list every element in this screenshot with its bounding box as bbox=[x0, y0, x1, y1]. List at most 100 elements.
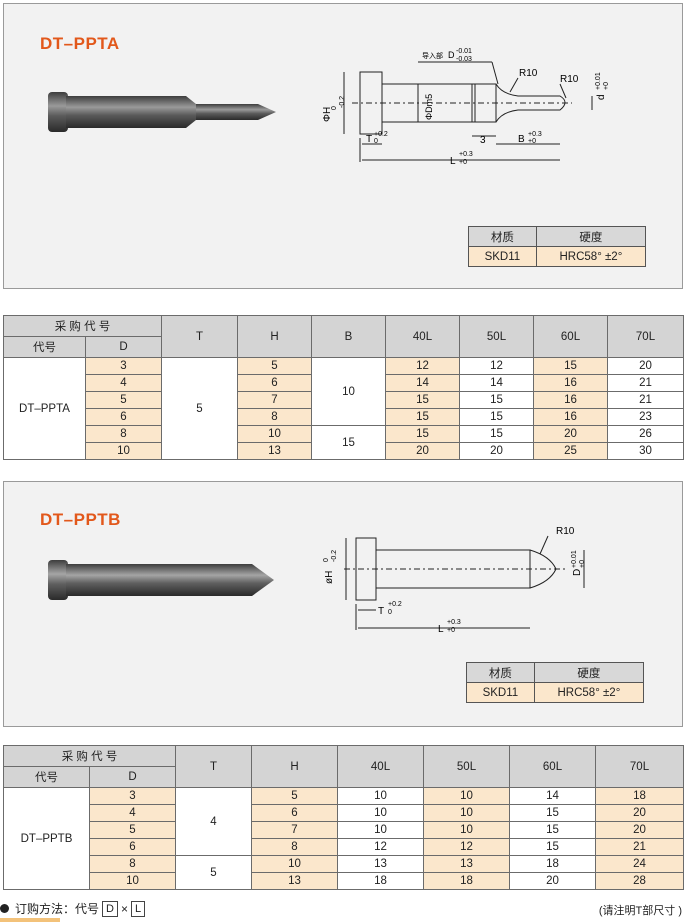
ppta-title: DT–PPTA bbox=[40, 34, 120, 53]
l70-cell: 21 bbox=[607, 391, 684, 409]
d-cell: 8 bbox=[89, 855, 176, 873]
times-sign: × bbox=[120, 901, 128, 916]
order-method: 订购方法：代号 D × L bbox=[0, 900, 146, 917]
l70-header: 70L bbox=[607, 315, 684, 358]
ppta-phi-d: ΦDm5 bbox=[424, 94, 434, 120]
l60-cell: 20 bbox=[509, 872, 596, 890]
ppta-product-image bbox=[48, 92, 276, 132]
l60-cell: 18 bbox=[509, 855, 596, 873]
l60-header: 60L bbox=[533, 315, 608, 358]
l60-cell: 16 bbox=[533, 374, 608, 392]
ppta-l-label: L bbox=[450, 156, 456, 167]
ppta-b-tol-down: +0 bbox=[528, 138, 536, 145]
l50-cell: 13 bbox=[423, 855, 510, 873]
h-cell: 5 bbox=[237, 357, 312, 375]
l70-cell: 30 bbox=[607, 442, 684, 460]
l60-cell: 15 bbox=[509, 804, 596, 822]
l60-cell: 16 bbox=[533, 408, 608, 426]
l60-header: 60L bbox=[509, 745, 596, 788]
l40-cell: 10 bbox=[337, 821, 424, 839]
l50-cell: 20 bbox=[459, 442, 534, 460]
pptb-l-tol-up: +0.3 bbox=[447, 619, 461, 626]
d-cell: 5 bbox=[85, 391, 162, 409]
pptb-title: DT–PPTB bbox=[40, 510, 121, 529]
ppta-size-table: 采 购 代 号 T H B 40L 50L 60L 70L 代号 D DT–PP… bbox=[3, 315, 684, 460]
ppta-l-tol-down: +0 bbox=[459, 159, 467, 166]
pptb-l-tol-down: +0 bbox=[447, 627, 455, 634]
t-cell: 5 bbox=[161, 357, 238, 460]
l50-cell: 10 bbox=[423, 804, 510, 822]
decorative-stripe bbox=[0, 918, 60, 922]
order-code-header: 采 购 代 号 bbox=[3, 745, 176, 767]
l40-cell: 14 bbox=[385, 374, 460, 392]
d-cell: 10 bbox=[89, 872, 176, 890]
pptb-r10: R10 bbox=[556, 526, 575, 537]
table-row: 5 7 15 15 16 21 bbox=[4, 391, 684, 409]
ppta-phi-h: ΦH bbox=[322, 107, 333, 122]
l70-cell: 28 bbox=[595, 872, 684, 890]
material-header: 材质 bbox=[466, 662, 535, 683]
ppta-t-tol-down: 0 bbox=[374, 138, 378, 145]
l40-cell: 12 bbox=[337, 838, 424, 856]
code-cell: DT–PPTA bbox=[3, 357, 86, 460]
code-header: 代号 bbox=[3, 766, 90, 788]
d-header: D bbox=[89, 766, 176, 788]
order-box-d: D bbox=[102, 900, 118, 917]
l70-cell: 21 bbox=[607, 374, 684, 392]
l60-cell: 15 bbox=[509, 821, 596, 839]
hardness-value: HRC58° ±2° bbox=[533, 682, 645, 703]
order-method-label: 订购方法：代号 bbox=[15, 902, 100, 916]
d-cell: 6 bbox=[85, 408, 162, 426]
h-cell: 13 bbox=[237, 442, 312, 460]
table-row: 6 8 15 15 16 23 bbox=[4, 408, 684, 426]
pptb-technical-drawing: R10 øH 0 -0.2 D +0.01 +0 T +0.2 0 L +0.3… bbox=[323, 526, 586, 635]
d-cell: 8 bbox=[85, 425, 162, 443]
l40-cell: 18 bbox=[337, 872, 424, 890]
ppta-spec-table: 材质 硬度 SKD11 HRC58° ±2° bbox=[468, 226, 647, 267]
hardness-header: 硬度 bbox=[535, 226, 647, 247]
order-note: (请注明T部尺寸 ) bbox=[598, 905, 682, 917]
table-row: 10 13 20 20 25 30 bbox=[4, 442, 684, 460]
d-cell: 10 bbox=[85, 442, 162, 460]
h-cell: 8 bbox=[251, 838, 338, 856]
pptb-d-tol-up: +0.01 bbox=[571, 550, 578, 568]
l40-header: 40L bbox=[337, 745, 424, 788]
ppta-l-tol-up: +0.3 bbox=[459, 151, 473, 158]
ppta-t-tol-up: +0.2 bbox=[374, 131, 388, 138]
d-cell: 3 bbox=[89, 787, 176, 805]
ppta-guide-d: D bbox=[448, 50, 455, 60]
d-cell: 6 bbox=[89, 838, 176, 856]
ppta-guide-label: 导入部 bbox=[422, 51, 443, 60]
d-cell: 5 bbox=[89, 821, 176, 839]
order-code-header: 采 购 代 号 bbox=[3, 315, 162, 337]
pptb-panel: DT–PPTB R10 øH 0 - bbox=[3, 481, 683, 727]
l40-header: 40L bbox=[385, 315, 460, 358]
t-cell: 5 bbox=[175, 855, 252, 890]
l40-cell: 20 bbox=[385, 442, 460, 460]
h-header: H bbox=[237, 315, 312, 358]
l70-cell: 20 bbox=[607, 357, 684, 375]
b-cell: 15 bbox=[311, 425, 386, 460]
d-cell: 3 bbox=[85, 357, 162, 375]
l70-cell: 26 bbox=[607, 425, 684, 443]
pptb-phi-h: øH bbox=[324, 571, 335, 584]
l50-cell: 18 bbox=[423, 872, 510, 890]
material-value: SKD11 bbox=[466, 682, 535, 703]
l50-cell: 15 bbox=[459, 391, 534, 409]
l60-cell: 16 bbox=[533, 391, 608, 409]
b-header: B bbox=[311, 315, 386, 358]
l40-cell: 15 bbox=[385, 391, 460, 409]
l40-cell: 12 bbox=[385, 357, 460, 375]
pptb-d-tol-down: +0 bbox=[579, 560, 586, 568]
l50-cell: 12 bbox=[423, 838, 510, 856]
ppta-d-label: d bbox=[596, 94, 607, 100]
d-header: D bbox=[85, 336, 162, 358]
l40-cell: 13 bbox=[337, 855, 424, 873]
table-row: 6 8 12 12 15 21 bbox=[4, 838, 684, 856]
pptb-t-tol-down: 0 bbox=[388, 609, 392, 616]
ppta-phi-h-tol-up: 0 bbox=[331, 106, 338, 110]
ppta-d-tol-up: +0.01 bbox=[595, 72, 602, 90]
h-header: H bbox=[251, 745, 338, 788]
l60-cell: 15 bbox=[533, 357, 608, 375]
table-row: DT–PPTA 3 5 5 10 12 12 15 20 bbox=[3, 357, 684, 460]
